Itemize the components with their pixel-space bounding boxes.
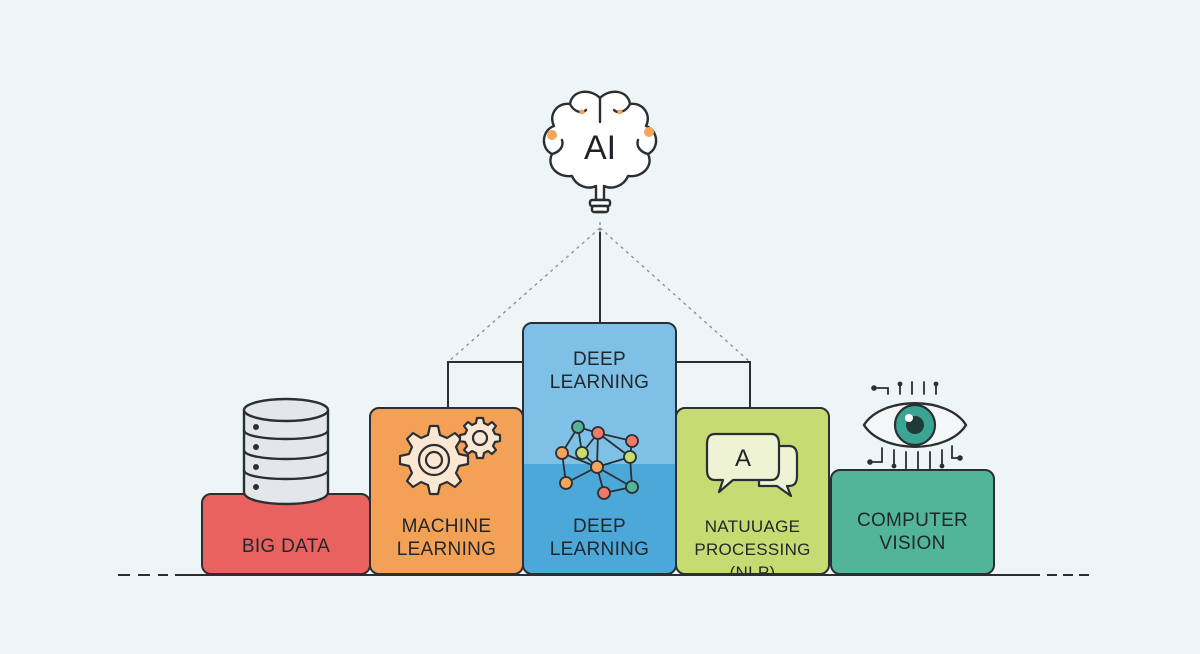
dotted-connector-left bbox=[447, 227, 601, 363]
deep-learning-top-label: DEEP LEARNING bbox=[549, 349, 650, 393]
deep-learning-bottom-label: DEEP LEARNING bbox=[549, 516, 650, 560]
brain-lightbulb-icon: AI bbox=[542, 90, 658, 214]
deep-learning-top-panel bbox=[524, 324, 675, 464]
bubble-letter: A bbox=[735, 445, 751, 472]
nlp-label: NATUUAGE PROCESSING (NLP) bbox=[694, 517, 811, 575]
computer-vision-label: COMPUTER VISION bbox=[856, 510, 969, 554]
brain-ai-text: AI bbox=[584, 129, 616, 167]
speech-bubbles-icon: A bbox=[705, 432, 799, 498]
database-icon bbox=[242, 397, 330, 506]
gears-icon bbox=[398, 416, 502, 496]
computer-vision-block: COMPUTER VISION bbox=[830, 469, 995, 575]
connector-left bbox=[447, 361, 522, 408]
neural-network-icon bbox=[555, 420, 639, 500]
connector-right bbox=[676, 361, 751, 408]
machine-learning-label: MACHINE LEARNING bbox=[396, 516, 497, 560]
deep-learning-block: DEEP LEARNING DEEP LEARNING bbox=[522, 322, 677, 575]
dotted-connector-right bbox=[599, 227, 751, 363]
big-data-label: BIG DATA bbox=[241, 536, 331, 557]
eye-circuit-icon bbox=[862, 381, 968, 471]
nlp-block: NATUUAGE PROCESSING (NLP) bbox=[675, 407, 830, 575]
